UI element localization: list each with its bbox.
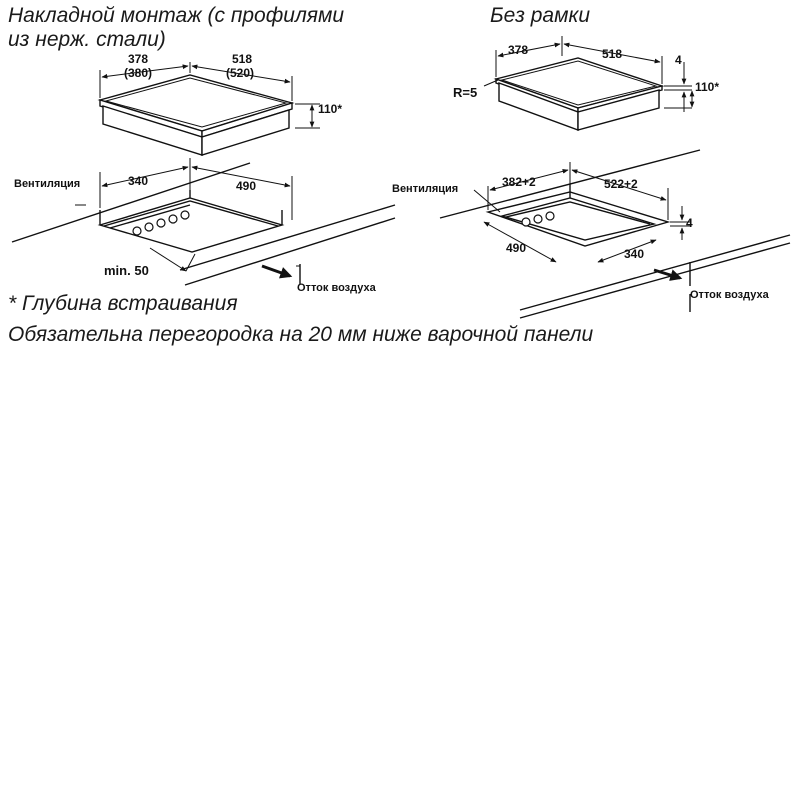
right-cutout-inner-width: 490 bbox=[506, 241, 526, 255]
left-cutout-depth: 340 bbox=[128, 174, 148, 188]
right-cutout-thickness: 4 bbox=[686, 216, 693, 230]
right-dim-width: 518 bbox=[602, 47, 622, 61]
right-radius: R=5 bbox=[453, 85, 477, 100]
left-vent-holes bbox=[132, 210, 190, 236]
left-title-line2: из нерж. стали) bbox=[8, 28, 166, 51]
left-top-dimensions bbox=[99, 62, 320, 129]
footnote: * Глубина встраивания bbox=[8, 292, 238, 315]
right-dim-height: 110* bbox=[695, 80, 719, 94]
left-dim-depth-alt: (380) bbox=[124, 66, 152, 80]
right-title: Без рамки bbox=[490, 4, 591, 27]
partition-note: Обязательна перегородка на 20 мм ниже ва… bbox=[8, 323, 594, 346]
left-cutout-width: 490 bbox=[236, 179, 256, 193]
right-air-outlet-arrow bbox=[653, 262, 691, 312]
left-air-outlet-arrow bbox=[261, 264, 301, 284]
left-dim-depth: 378 bbox=[128, 52, 148, 66]
right-cutout-dimensions bbox=[473, 162, 690, 263]
left-dim-width-alt: (520) bbox=[226, 66, 254, 80]
right-cutout-outer-depth: 382+2 bbox=[502, 175, 536, 189]
right-worktop bbox=[439, 149, 791, 319]
left-min-gap: min. 50 bbox=[104, 263, 149, 278]
left-hob-drawing bbox=[97, 74, 295, 156]
left-dim-height: 110* bbox=[318, 102, 342, 116]
right-air-outlet-label: Отток воздуха bbox=[690, 289, 770, 301]
right-cutout-outer-width: 522+2 bbox=[604, 177, 638, 191]
right-dim-depth: 378 bbox=[508, 43, 528, 57]
left-air-outlet-label: Отток воздуха bbox=[297, 282, 377, 294]
left-title-line1: Накладной монтаж (с профилями bbox=[8, 4, 345, 27]
right-cutout-inner-depth: 340 bbox=[624, 247, 644, 261]
right-top-dimensions bbox=[483, 36, 695, 112]
left-ventilation-label: Вентиляция bbox=[14, 178, 80, 190]
left-dim-width: 518 bbox=[232, 52, 252, 66]
right-ventilation-label: Вентиляция bbox=[392, 183, 458, 195]
right-dim-thickness: 4 bbox=[675, 53, 682, 67]
left-cutout-dimensions bbox=[75, 158, 293, 272]
right-hob-drawing bbox=[493, 57, 665, 132]
